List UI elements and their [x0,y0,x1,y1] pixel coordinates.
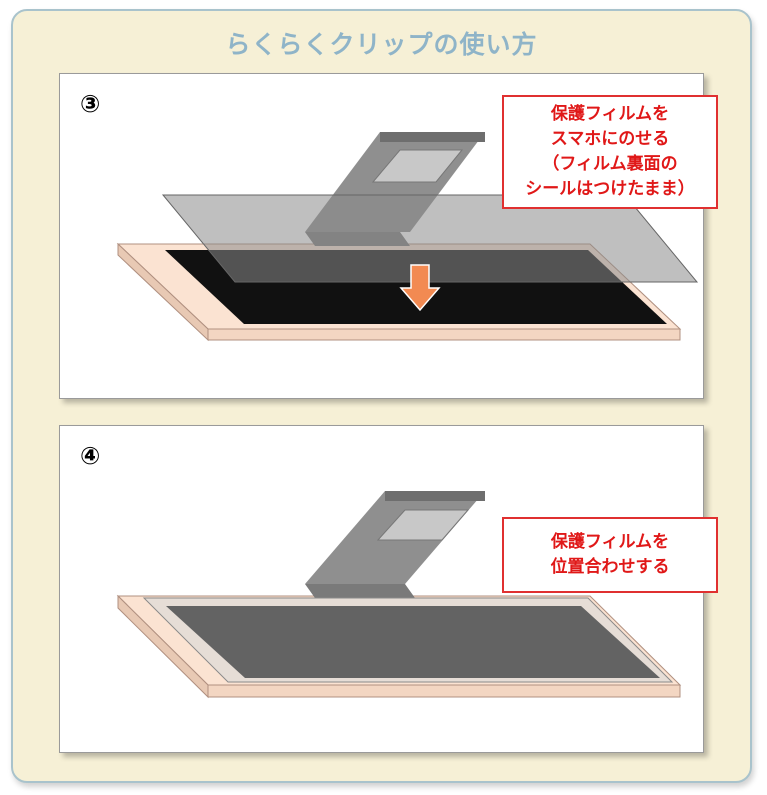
step-4-illustration [116,491,682,699]
step-3-illustration [116,132,699,342]
step-4-panel: ④ 保護フィルムを 位置合わせする [59,425,718,753]
step-4-callout: 保護フィルムを 位置合わせする [502,517,718,593]
step-3-panel: ③ 保護フィルムを スマホにのせる （フィルム裏面の シールはつけたまま） [59,73,718,399]
page-title: らくらくクリップの使い方 [225,30,538,59]
clip [305,491,485,598]
instruction-card: らくらくクリップの使い方 ③ [11,9,752,783]
phone-screen [166,606,660,678]
down-arrow-icon [399,264,441,312]
step-number: ④ [80,442,101,470]
step-3-callout: 保護フィルムを スマホにのせる （フィルム裏面の シールはつけたまま） [502,95,718,209]
protective-film [161,194,699,283]
step-number: ③ [80,90,101,118]
